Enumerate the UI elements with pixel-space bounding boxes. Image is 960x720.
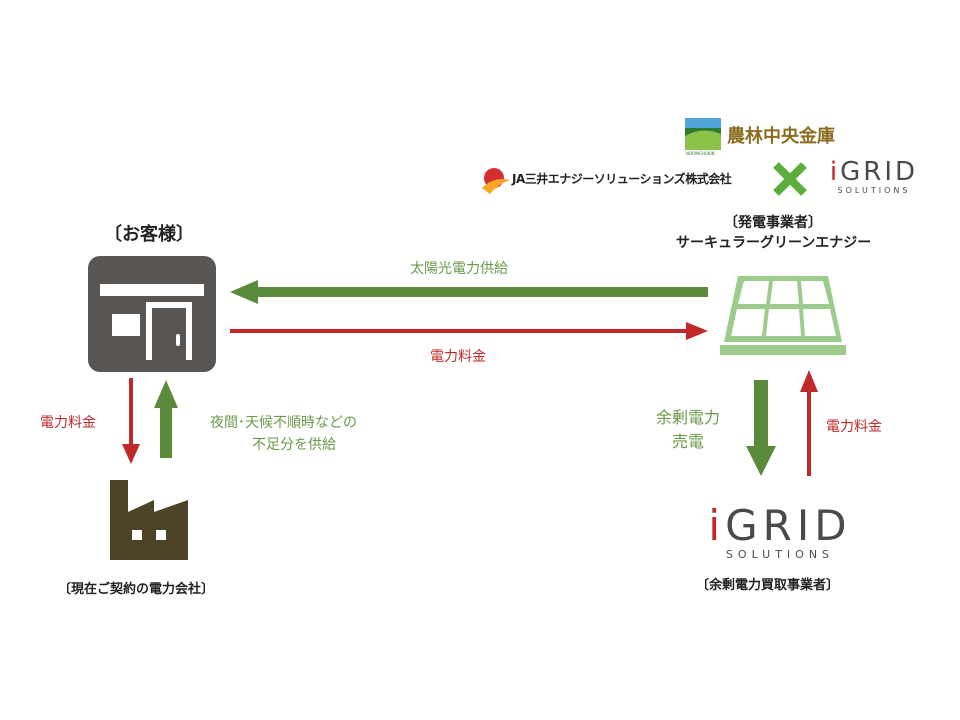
- surplus-label-line1: 余剰電力: [656, 408, 721, 427]
- generator-label: 〔発電事業者〕: [724, 215, 822, 231]
- igrid-sub: SOLUTIONS: [837, 186, 911, 195]
- factory-icon: [110, 480, 188, 560]
- solar-panel-icon: [720, 276, 846, 355]
- shortfall-supply-arrow: [154, 380, 178, 458]
- fee-to-utility-label: 電力料金: [40, 415, 96, 431]
- igrid-logo-large: iGRID SOLUTIONS: [700, 501, 860, 562]
- generator-company-label: サーキュラーグリーンエナジー: [676, 235, 872, 251]
- customer-label: 〔お客様〕: [104, 224, 194, 245]
- surplus-buyer-label: 〔余剰電力買取事業者〕: [696, 578, 840, 593]
- fee-from-buyer-label: 電力料金: [826, 419, 882, 435]
- fee-from-buyer-arrow: [800, 370, 818, 476]
- partnership-cross-icon: [773, 162, 807, 196]
- solar-supply-label: 太陽光電力供給: [410, 261, 508, 277]
- igrid-large-word: GRID: [725, 501, 852, 550]
- igrid-letter-i: i: [829, 157, 841, 187]
- utility-label: 〔現在ご契約の電力会社〕: [58, 582, 215, 597]
- norinchukin-name: 農林中央金庫: [727, 126, 835, 147]
- igrid-large-letter-i: i: [708, 501, 726, 550]
- ja-mitsui-name: JA三井エナジーソリューションズ株式会社: [512, 172, 732, 186]
- surplus-sale-arrow: [746, 380, 776, 476]
- fee-to-generator-arrow: [230, 322, 708, 340]
- surplus-label-line2: 売電: [672, 432, 705, 451]
- customer-building-icon: [88, 256, 216, 372]
- igrid-large-sub: SOLUTIONS: [725, 548, 835, 561]
- shortfall-label-line2: 不足分を供給: [252, 437, 336, 453]
- shortfall-label-line1: 夜間･天候不順時などの: [210, 415, 357, 431]
- igrid-word: GRID: [840, 157, 919, 187]
- solar-supply-arrow: [230, 280, 708, 304]
- igrid-logo-small: iGRID SOLUTIONS: [826, 158, 922, 195]
- norinchukin-logo-mark: [685, 118, 721, 150]
- fee-to-generator-label: 電力料金: [430, 349, 486, 365]
- norinchukin-small-text: NORINCHUKIN: [686, 151, 715, 156]
- fee-to-utility-arrow: [122, 378, 140, 464]
- ja-mitsui-logo-mark: [482, 168, 510, 194]
